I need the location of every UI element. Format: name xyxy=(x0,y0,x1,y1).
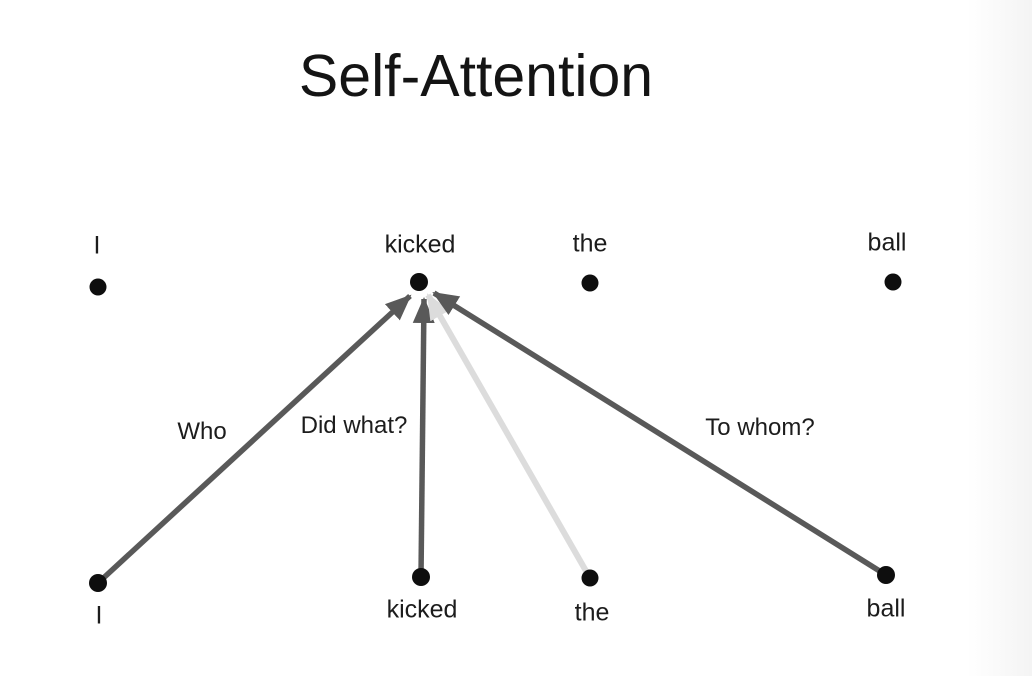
edge-kicked-to-kicked xyxy=(412,297,435,578)
slide-title: Self-Attention xyxy=(298,43,654,109)
bottom-word-ball: ball xyxy=(866,594,906,623)
top-word-ball: ball xyxy=(867,228,907,257)
edge-label-who: Who xyxy=(177,418,227,445)
bottom-word-i: I xyxy=(95,601,103,630)
top-node-dot-kicked xyxy=(410,273,428,291)
top-word-the: the xyxy=(572,229,608,258)
bottom-word-kicked: kicked xyxy=(386,595,458,624)
bottom-node-dot-i xyxy=(89,574,107,592)
edge-the-to-kicked-weak xyxy=(425,293,593,580)
top-node-dot-ball xyxy=(884,273,902,291)
edge-label-did-what: Did what? xyxy=(300,412,408,439)
edge-ball-to-kicked xyxy=(432,290,888,578)
bottom-node-dot-ball xyxy=(877,566,895,584)
bottom-node-dot-kicked xyxy=(412,568,430,586)
bottom-node-dot-the xyxy=(581,569,599,587)
edge-i-to-kicked xyxy=(96,293,412,586)
bottom-word-the: the xyxy=(574,598,610,627)
top-word-kicked: kicked xyxy=(384,230,456,259)
top-node-dot-the xyxy=(581,274,599,292)
top-word-i: I xyxy=(93,231,101,260)
edge-label-to-whom: To whom? xyxy=(705,414,815,441)
top-node-dot-i xyxy=(89,278,107,296)
